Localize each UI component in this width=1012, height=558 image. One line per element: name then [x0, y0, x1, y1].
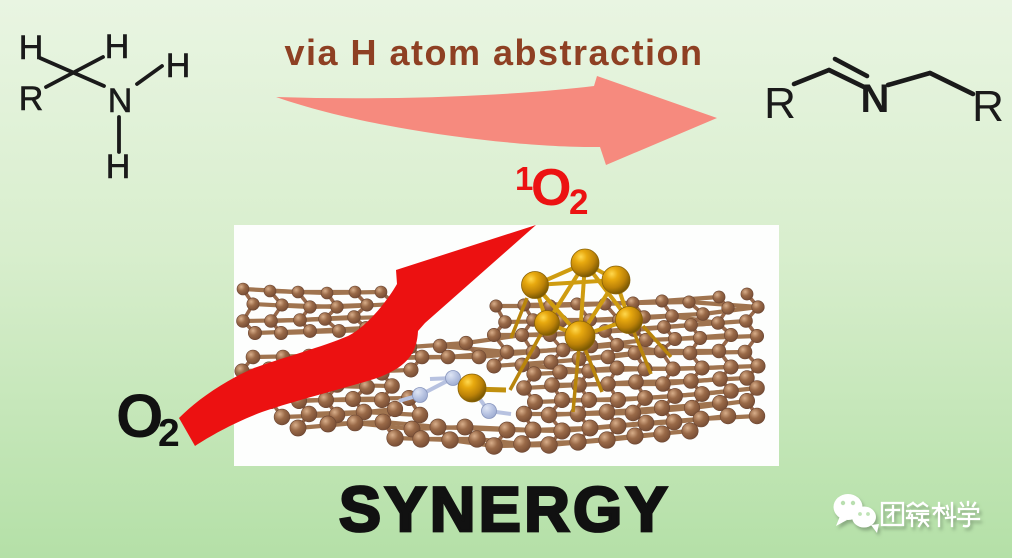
svg-text:N: N [108, 82, 133, 120]
svg-text:SYNERGY: SYNERGY [339, 475, 671, 545]
svg-text:2: 2 [158, 412, 180, 455]
svg-text:via H atom abstraction: via H atom abstraction [284, 32, 703, 73]
svg-text:R: R [764, 79, 796, 128]
svg-text:R: R [19, 80, 44, 118]
svg-text:O: O [116, 382, 163, 450]
svg-text:H: H [19, 29, 44, 67]
svg-text:H: H [105, 28, 130, 66]
svg-text:H: H [106, 148, 131, 186]
svg-text:R: R [972, 82, 1004, 131]
svg-text:H: H [166, 47, 191, 85]
svg-text:2: 2 [569, 183, 588, 222]
svg-text:N: N [861, 77, 890, 121]
svg-text:O: O [531, 159, 571, 217]
svg-text:1: 1 [515, 160, 533, 197]
